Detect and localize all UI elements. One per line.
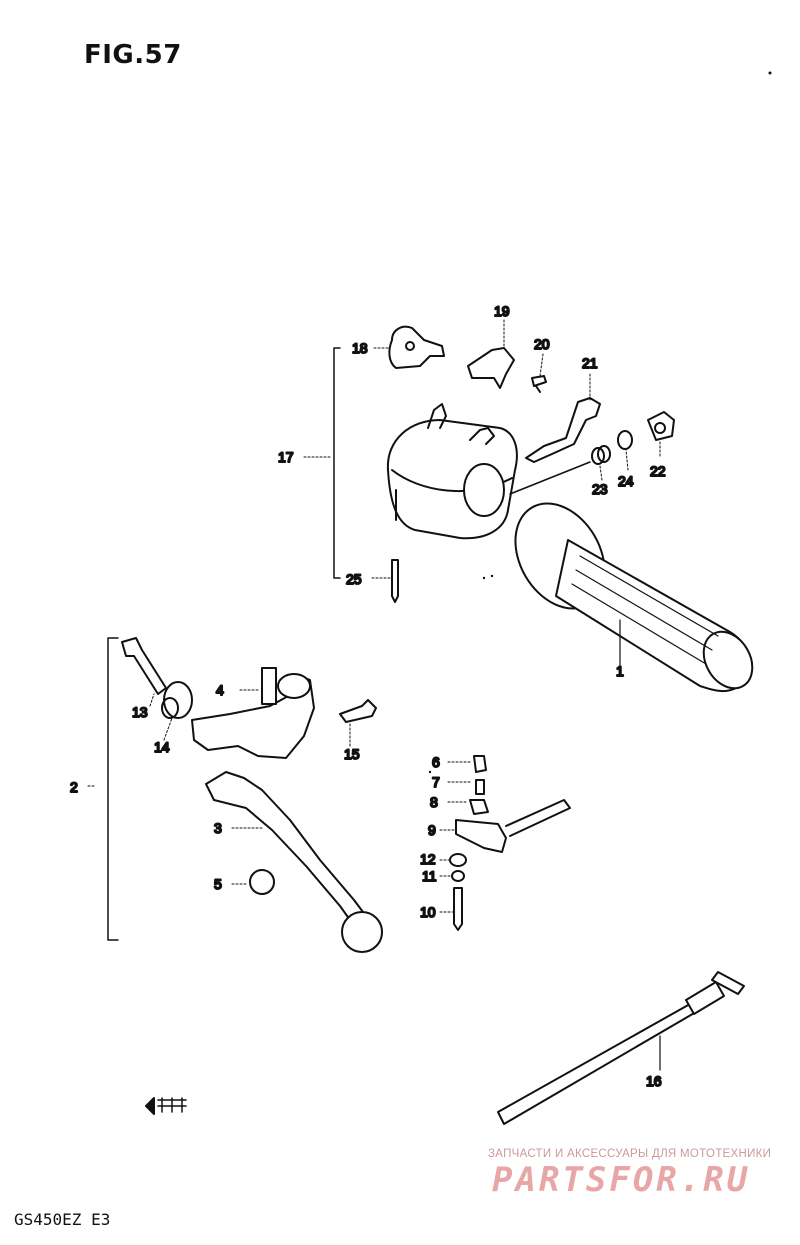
callout-16: 16	[646, 1073, 662, 1089]
callout-23: 23	[592, 481, 608, 497]
callout-10: 10	[420, 904, 436, 920]
callout-19: 19	[494, 303, 510, 319]
callout-25: 25	[346, 571, 362, 587]
callout-8: 8	[430, 794, 438, 810]
lever-plate-part	[467, 347, 515, 389]
handlebar-grip-part	[514, 502, 754, 692]
callout-22: 22	[650, 463, 666, 479]
callout-5: 5	[214, 876, 222, 892]
lever-holder-part	[191, 667, 315, 759]
cap-nut-part	[647, 411, 675, 441]
callout-7: 7	[432, 774, 440, 790]
callout-11: 11	[422, 868, 437, 884]
callout-21: 21	[582, 355, 598, 371]
callout-13: 13	[132, 704, 148, 720]
callout-4: 4	[216, 682, 224, 698]
bushing-part-14	[161, 681, 193, 719]
watermark-logo: PARTSFOR.RU	[492, 1160, 751, 1200]
callout-24: 24	[618, 473, 634, 489]
callout-17: 17	[278, 449, 294, 465]
front-arrow-icon	[145, 1097, 187, 1115]
callout-1: 1	[616, 663, 624, 679]
callout-6: 6	[432, 754, 440, 770]
callout-20: 20	[534, 336, 550, 352]
figure-title: FIG.57	[84, 40, 182, 70]
clutch-lever-part	[205, 771, 383, 953]
callout-15: 15	[344, 746, 360, 762]
switch-cover-part	[388, 325, 445, 369]
small-screw-part	[531, 375, 547, 393]
spring-part	[591, 445, 611, 465]
callout-12: 12	[420, 851, 436, 867]
housing-screw-part	[391, 559, 399, 603]
bolt-part-15	[339, 699, 377, 723]
switch-housing-part	[386, 403, 518, 540]
watermark-tagline: ЗАПЧАСТИ И АКСЕССУАРЫ ДЛЯ МОТОТЕХНИКИ	[488, 1148, 772, 1160]
callout-9: 9	[428, 822, 436, 838]
callout-3: 3	[214, 820, 222, 836]
callout-14: 14	[154, 739, 170, 755]
bracket-part	[525, 397, 601, 463]
callout-2: 2	[70, 779, 78, 795]
bolt-part-13	[121, 637, 167, 695]
cable-tie-part	[497, 971, 745, 1125]
washer-part	[617, 430, 633, 450]
lever-pivot-part	[249, 869, 275, 895]
small-parts-stack	[449, 755, 571, 931]
callout-18: 18	[352, 340, 368, 356]
model-code: GS450EZ E3	[14, 1210, 111, 1229]
